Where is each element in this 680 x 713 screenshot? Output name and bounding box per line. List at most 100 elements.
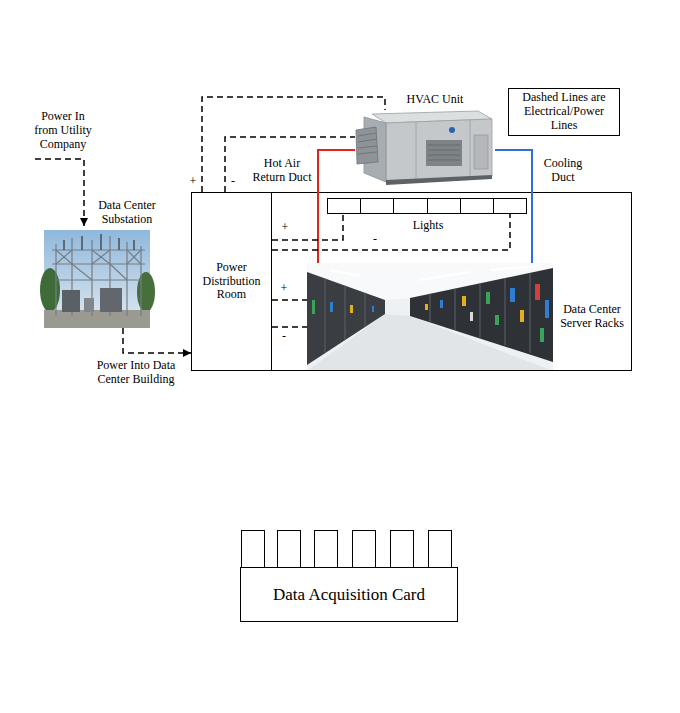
power-line [272, 299, 307, 301]
power-line [225, 137, 355, 192]
substation-picture [56, 279, 141, 280]
edge-label-box: Power Into Data Center Building [90, 359, 182, 387]
light-cells [360, 198, 361, 214]
card-tabs [242, 531, 452, 568]
server-racks-picture [480, 283, 481, 337]
hvac-picture [416, 122, 417, 181]
substation-picture [52, 263, 145, 264]
data-acquisition-card: Data Acquisition Card [240, 567, 458, 622]
lights-bank: Lights [327, 198, 527, 214]
server-racks-picture [330, 302, 333, 312]
substation-picture [81, 236, 83, 250]
server-racks-picture [490, 266, 540, 270]
hvac-picture [470, 120, 471, 177]
hvac-unit: HVAC Unit [355, 110, 495, 186]
node-label: Data Center Server Racks [556, 303, 628, 331]
edge-label-box: - [228, 175, 238, 189]
hvac-picture [428, 160, 460, 161]
hvac-picture [386, 175, 492, 185]
server-racks-picture [470, 312, 473, 321]
power-line [202, 97, 385, 192]
light-cells [393, 198, 394, 214]
substation-picture [92, 250, 110, 264]
substation-picture [63, 240, 65, 250]
substation-picture [118, 238, 120, 250]
server-racks-picture [307, 263, 553, 371]
substation-picture [40, 268, 60, 312]
server-racks-picture [307, 272, 385, 365]
node-label: Data Center Substation [94, 199, 160, 227]
light-cells [460, 198, 461, 214]
utility-feed-line [35, 159, 84, 226]
power-distribution-room: Power Distribution Room [191, 192, 272, 371]
edge-label: Cooling Duct [537, 157, 589, 185]
server-racks-picture [510, 288, 515, 302]
hvac-picture [428, 150, 460, 151]
edge-label: + [188, 175, 198, 189]
server-racks-picture [486, 292, 490, 304]
label-box: Data Center Server Racks [556, 303, 628, 331]
substation-picture [52, 236, 145, 316]
server-racks-picture [535, 284, 540, 300]
server-racks-picture [330, 270, 360, 276]
edge-label-box: Hot Air Return Duct [250, 157, 314, 185]
edge-label: + [280, 221, 290, 235]
card-tabs [278, 531, 301, 568]
substation-picture [40, 230, 155, 328]
server-racks: Data Center Server Racks [307, 263, 553, 371]
hvac-picture [428, 155, 460, 156]
substation-picture [44, 230, 150, 328]
substation-picture [110, 264, 127, 280]
edge-label-box: Cooling Duct [537, 157, 589, 185]
substation-picture [72, 264, 92, 280]
server-racks-picture [425, 304, 428, 310]
substation-picture [100, 234, 102, 250]
light-cells [493, 198, 494, 214]
substation-picture [56, 250, 72, 264]
edge-label-box: + [188, 175, 198, 189]
substation-picture [140, 246, 141, 316]
server-racks-picture [410, 268, 553, 362]
node-text: Dashed Lines are Electrical/Power Lines [513, 91, 615, 132]
edge-label-box: - [279, 330, 289, 344]
edge-label: Hot Air Return Duct [250, 157, 314, 185]
edge-label: - [279, 330, 289, 344]
server-racks-picture [440, 300, 443, 308]
substation-picture [92, 250, 110, 264]
substation-picture [84, 298, 94, 312]
node-label: Lights [328, 219, 528, 233]
substation-picture [56, 250, 72, 264]
edge-label-box: + [280, 221, 290, 235]
card-tabs [242, 531, 265, 568]
server-racks-picture [307, 263, 553, 371]
hvac-picture [358, 139, 377, 142]
edge-label: + [279, 282, 289, 296]
substation-picture [127, 250, 141, 264]
hvac-picture [449, 127, 455, 133]
server-racks-picture [420, 272, 470, 280]
substation-picture [100, 288, 122, 312]
server-racks-picture [365, 293, 366, 327]
building-outline [192, 193, 632, 371]
substation-picture [52, 249, 145, 250]
server-racks-picture [530, 273, 531, 353]
card-tabs [429, 531, 452, 568]
hvac-picture [428, 145, 460, 146]
server-racks-picture [345, 286, 346, 341]
light-cells [427, 198, 428, 214]
building-outline [192, 193, 632, 371]
substation-picture [137, 272, 155, 312]
node-text: Data Acquisition Card [273, 585, 425, 605]
substation-picture [127, 250, 141, 264]
hvac-picture [358, 152, 377, 154]
air-duct [318, 150, 355, 263]
power-line [272, 326, 307, 328]
hvac-picture [356, 127, 378, 164]
card-tabs [315, 531, 338, 568]
card-tabs [353, 531, 376, 568]
edge-label: - [370, 233, 380, 247]
substation-picture [64, 234, 134, 250]
edge-label-box: + [279, 282, 289, 296]
